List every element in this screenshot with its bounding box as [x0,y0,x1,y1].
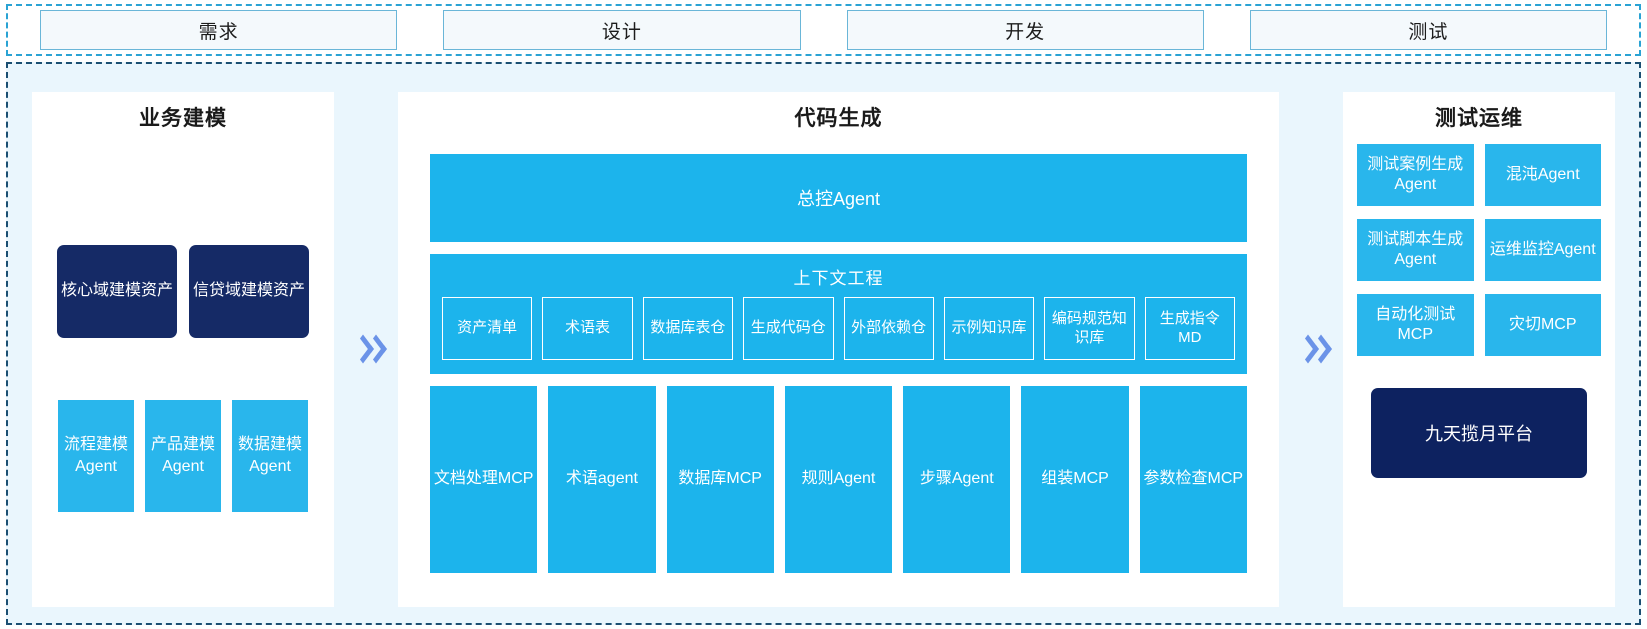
master-agent-banner[interactable]: 总控Agent [430,154,1247,242]
chevron-right-icon [1298,337,1311,363]
agent-process-modeling[interactable]: 流程建模Agent [58,400,134,512]
chevron-right-icon [353,337,366,363]
agent-label: 流程建模Agent [63,436,128,475]
phase-label: 开发 [1005,21,1046,43]
chevron-right-icon [1311,337,1324,363]
context-item-coding-standard-knowledge-base[interactable]: 编码规范知识库 [1044,297,1135,360]
test-ops-grid: 测试案例生成Agent 混沌Agent 测试脚本生成Agent 运维监控Agen… [1357,144,1601,356]
phase-box-development[interactable]: 开发 [846,10,1204,50]
tool-label: 数据库MCP [678,470,762,488]
cell-label: 混沌Agent [1505,165,1580,183]
context-engineering-title: 上下文工程 [793,269,884,288]
phase-label: 设计 [601,21,642,43]
context-item-asset-list[interactable]: 资产清单 [442,297,533,360]
panel-title: 业务建模 [139,107,227,130]
context-items-row: 资产清单 术语表 数据库表仓 生成代码仓 外部依赖仓 [442,297,1235,360]
context-item-label: 示例知识库 [951,319,1027,337]
phase-bar: 需求 设计 开发 测试 [6,4,1641,56]
test-case-generation-agent[interactable]: 测试案例生成Agent [1357,144,1474,206]
chevron-double-right-icon [353,337,379,363]
context-item-external-dependency-repo[interactable]: 外部依赖仓 [843,297,934,360]
phase-box-testing[interactable]: 测试 [1249,10,1607,50]
panel-business-modeling: 业务建模 核心域建模资产 信贷域建模资产 流程建模Agent 产品建模Agen [32,92,334,607]
arrow-gap-left [334,92,398,607]
tool-step-agent[interactable]: 步骤Agent [903,386,1011,573]
context-item-label: 外部依赖仓 [851,319,927,337]
agent-product-modeling[interactable]: 产品建模Agent [145,400,221,512]
phase-label: 测试 [1408,21,1449,43]
tool-label: 术语agent [565,470,638,488]
tool-label: 参数检查MCP [1143,470,1244,488]
tool-rule-agent[interactable]: 规则Agent [784,386,893,573]
ops-monitoring-agent[interactable]: 运维监控Agent [1484,219,1601,281]
context-item-label: 编码规范知识库 [1051,310,1127,346]
automated-test-mcp[interactable]: 自动化测试MCP [1357,294,1474,356]
tool-assembly-mcp[interactable]: 组装MCP [1021,386,1129,573]
context-item-example-knowledge-base[interactable]: 示例知识库 [943,297,1035,360]
test-script-generation-agent[interactable]: 测试脚本生成Agent [1357,219,1474,281]
asset-label: 信贷域建模资产 [193,282,306,300]
context-item-generated-code-repo[interactable]: 生成代码仓 [743,297,834,360]
main-area: 业务建模 核心域建模资产 信贷域建模资产 流程建模Agent 产品建模Agen [6,62,1641,625]
tool-database-mcp[interactable]: 数据库MCP [666,386,774,573]
phase-box-requirement[interactable]: 需求 [40,10,398,50]
cell-label: 测试脚本生成Agent [1367,230,1464,268]
platform-label: 九天揽月平台 [1425,424,1533,444]
context-item-label: 数据库表仓 [650,319,726,337]
tool-label: 规则Agent [801,470,876,488]
asset-row: 核心域建模资产 信贷域建模资产 [46,245,320,338]
phase-label: 需求 [198,21,239,43]
center-panel-body: 总控Agent 上下文工程 资产清单 术语表 数据库表仓 [412,138,1265,595]
phase-box-design[interactable]: 设计 [443,10,801,50]
tool-label: 文档处理MCP [433,470,534,488]
asset-label: 核心域建模资产 [61,282,174,300]
tool-label: 组装MCP [1041,470,1109,488]
context-item-glossary[interactable]: 术语表 [542,297,633,360]
asset-box-credit-domain[interactable]: 信贷域建模资产 [189,245,309,338]
modeling-agent-row: 流程建模Agent 产品建模Agent 数据建模Agent [46,400,320,512]
asset-box-core-domain[interactable]: 核心域建模资产 [57,245,177,338]
tool-label: 步骤Agent [919,470,994,488]
chaos-agent[interactable]: 混沌Agent [1484,144,1601,206]
context-engineering-block: 上下文工程 资产清单 术语表 数据库表仓 生成代码仓 [430,254,1247,374]
panel-title: 测试运维 [1435,107,1523,130]
chevron-double-right-icon [1298,337,1324,363]
context-item-label: 术语表 [565,319,611,337]
tool-document-processing-mcp[interactable]: 文档处理MCP [430,386,538,573]
context-item-db-table-repo[interactable]: 数据库表仓 [642,297,734,360]
agent-label: 产品建模Agent [150,436,215,475]
cell-label: 灾切MCP [1508,315,1577,333]
tool-glossary-agent[interactable]: 术语agent [548,386,656,573]
context-item-label: 生成指令MD [1159,310,1220,346]
chevron-right-icon [366,337,379,363]
right-panel-body: 测试案例生成Agent 混沌Agent 测试脚本生成Agent 运维监控Agen… [1357,138,1601,595]
agent-data-modeling[interactable]: 数据建模Agent [232,400,308,512]
panel-title: 代码生成 [794,107,883,130]
tool-parameter-check-mcp[interactable]: 参数检查MCP [1139,386,1247,573]
agent-label: 数据建模Agent [237,436,302,475]
context-item-label: 生成代码仓 [750,319,826,337]
cell-label: 运维监控Agent [1489,240,1596,258]
disaster-recovery-mcp[interactable]: 灾切MCP [1484,294,1601,356]
cell-label: 自动化测试MCP [1375,305,1456,343]
context-item-label: 资产清单 [457,319,518,337]
platform-box[interactable]: 九天揽月平台 [1371,388,1587,478]
panel-code-generation: 代码生成 总控Agent 上下文工程 资产清单 术语表 [398,92,1279,607]
panel-test-operations: 测试运维 测试案例生成Agent 混沌Agent 测试脚本生成Agent 运维监… [1343,92,1615,607]
cell-label: 测试案例生成Agent [1367,155,1464,193]
arrow-gap-right [1279,92,1343,607]
master-agent-label: 总控Agent [796,189,881,209]
context-item-generation-instruction-md[interactable]: 生成指令MD [1144,297,1235,360]
tool-row: 文档处理MCP 术语agent 数据库MCP 规则Agent 步骤Agent [430,386,1247,595]
left-panel-body: 核心域建模资产 信贷域建模资产 流程建模Agent 产品建模Agent 数据建模… [46,138,320,595]
